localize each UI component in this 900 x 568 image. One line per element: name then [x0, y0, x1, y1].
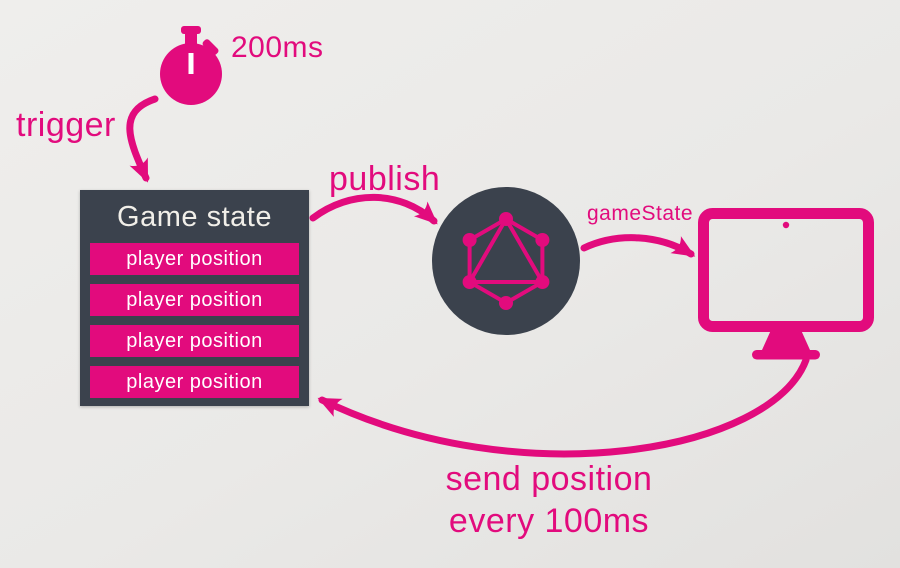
- game-state-box: Game state player position player positi…: [80, 190, 309, 406]
- player-position-row: player position: [90, 284, 299, 316]
- publish-label: publish: [329, 160, 441, 198]
- gamestate-arrow: [580, 234, 696, 258]
- graphql-logo-icon: [432, 187, 580, 335]
- player-position-row: player position: [90, 325, 299, 357]
- player-position-row: player position: [90, 243, 299, 275]
- send-position-label-line1: send position: [445, 460, 653, 498]
- stopwatch-icon: [151, 22, 231, 108]
- player-position-row: player position: [90, 366, 299, 398]
- timer-interval-label: 200ms: [231, 31, 324, 64]
- trigger-label: trigger: [16, 106, 116, 144]
- monitor-icon: [698, 208, 874, 360]
- send-position-label-line2: every 100ms: [448, 502, 650, 540]
- game-state-rows: player position player position player p…: [90, 243, 299, 398]
- gamestate-channel-label: gameState: [587, 202, 694, 225]
- send-position-arrow: [317, 356, 810, 458]
- game-state-title: Game state: [117, 201, 272, 233]
- trigger-arrow: [126, 95, 159, 183]
- publish-arrow: [309, 193, 438, 225]
